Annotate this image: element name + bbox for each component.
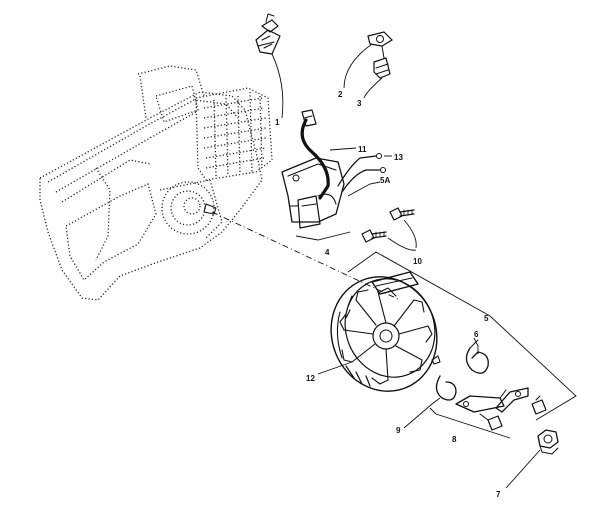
callout-7: 7 (496, 490, 501, 499)
leader-7 (505, 449, 541, 489)
crank-axis-line (211, 211, 401, 301)
callout-5: 5 (484, 314, 489, 323)
callout-5A: 5A (380, 176, 390, 185)
starter-pawl-spring-lower (435, 375, 457, 401)
crankshaft-boss (159, 179, 223, 239)
leader-5-bracket (347, 251, 577, 421)
leader-5A (347, 181, 381, 197)
callout-12: 12 (306, 374, 315, 383)
cylinder-fins (195, 87, 273, 181)
leader-11 (329, 147, 357, 151)
mounting-screw-upper (389, 207, 415, 221)
leader-8 (429, 407, 511, 439)
engine-housing (39, 65, 263, 301)
flywheel (330, 271, 438, 392)
pawl-screw (479, 413, 503, 431)
leader-10 (387, 219, 417, 251)
ground-terminal (367, 31, 393, 79)
high-tension-lead (300, 109, 330, 200)
callout-10: 10 (413, 257, 422, 266)
leader-9 (403, 397, 441, 429)
callout-2: 2 (338, 90, 343, 99)
spark-plug-boot (255, 13, 281, 55)
leader-6 (473, 337, 479, 354)
callout-6: 6 (474, 330, 479, 339)
starter-pawl-left (455, 389, 507, 413)
small-key (431, 355, 441, 365)
callout-13: 13 (394, 153, 403, 162)
leader-4 (295, 231, 351, 241)
callout-8: 8 (452, 435, 457, 444)
callout-1: 1 (275, 118, 280, 127)
callout-4: 4 (325, 248, 330, 257)
flywheel-nut (537, 429, 559, 455)
ignition-module (281, 157, 345, 229)
mounting-screw-lower (361, 229, 387, 243)
pawl-pin (531, 395, 547, 415)
starter-pawl-spring-upper (465, 339, 489, 374)
leader-2 (343, 43, 373, 89)
leader-1 (271, 53, 284, 119)
leader-12 (317, 361, 353, 375)
leader-3 (363, 77, 383, 99)
callout-11: 11 (358, 145, 367, 154)
starter-pawl-right (495, 387, 529, 413)
callout-9: 9 (396, 426, 401, 435)
primary-wires (337, 153, 386, 193)
callout-3: 3 (357, 99, 362, 108)
